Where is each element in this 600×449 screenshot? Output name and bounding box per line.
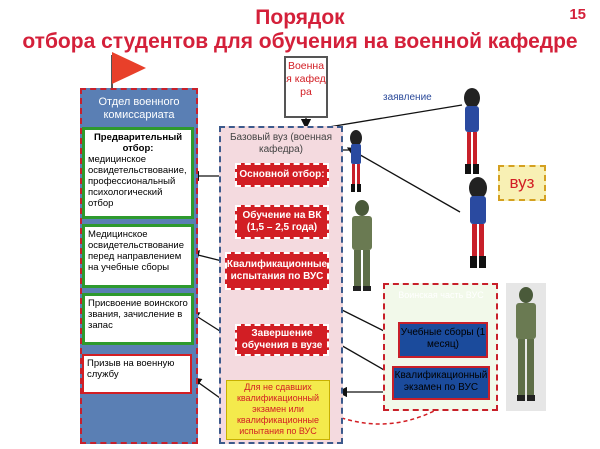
slide-number: 15 <box>569 6 586 23</box>
military-unit-title: Воинская часть ВУС <box>398 290 484 300</box>
soldier-icon <box>352 200 372 291</box>
training-camp-box: Учебные сборы (1 месяц) <box>398 322 488 358</box>
main-selection-step: Основной отбор: <box>235 163 329 187</box>
komissariat-title: Отдел военного комиссариата <box>98 96 180 121</box>
conscription-box: Призыв на военную службу <box>82 354 192 394</box>
preliminary-selection-box: Предварительный отбор: медицинское освид… <box>82 127 194 219</box>
failed-exam-note: Для не сдавших квалификационный экзамен … <box>226 380 330 440</box>
slide-title-line1: Порядок <box>255 6 345 29</box>
preliminary-selection-heading: Предварительный отбор: <box>93 132 183 154</box>
graduation-step: Завершение обучения в вузе <box>235 324 329 356</box>
training-step: Обучение на ВК (1,5 – 2,5 года) <box>235 205 329 239</box>
qualification-tests-step: Квалификационные испытания по ВУС <box>225 252 329 290</box>
student-female-icon <box>469 177 487 268</box>
preliminary-selection-body: медицинское освидетельствование, професс… <box>88 154 187 209</box>
student-female-icon <box>350 130 362 192</box>
military-department-box: Военная кафедра <box>284 56 328 118</box>
soldier-icon <box>506 283 546 411</box>
medical-exam-box: Медицинское освидетельствование перед на… <box>82 224 194 288</box>
university-label: вуз <box>498 165 546 201</box>
base-university-title: Базовый вуз (военная кафедра) <box>229 132 333 155</box>
flag-icon <box>112 52 146 84</box>
student-female-icon <box>464 88 480 174</box>
rank-assignment-box: Присвоение воинского звания, зачисление … <box>82 293 194 345</box>
slide-title-line2: отбора студентов для обучения на военной… <box>22 30 578 53</box>
qualification-exam-box: Квалификационный экзамен по ВУС <box>392 366 490 400</box>
application-label: заявление <box>383 92 432 103</box>
